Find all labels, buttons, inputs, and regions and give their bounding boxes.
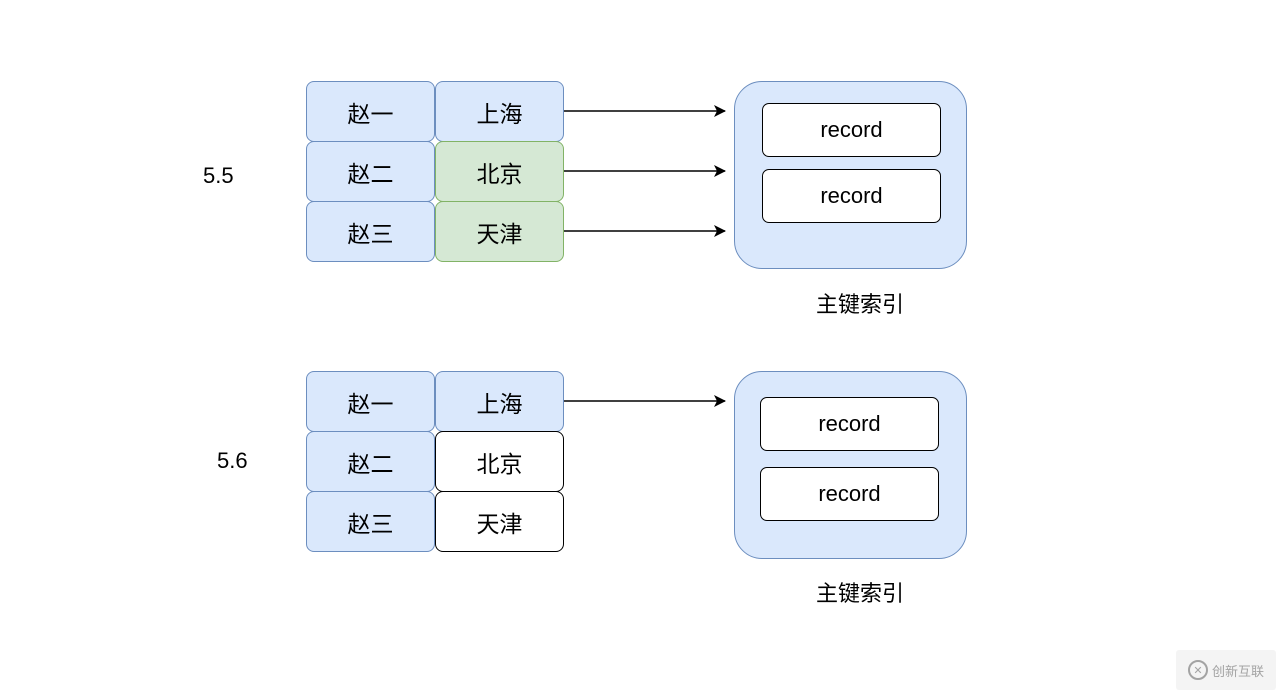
primary-index-caption-top: 主键索引 [816, 293, 905, 318]
city-cell-plain: 天津 [435, 491, 564, 552]
version-label-bottom: 5.6 [217, 448, 248, 473]
record-box: record [762, 103, 941, 157]
name-cell: 赵三 [306, 491, 435, 552]
name-cell: 赵二 [306, 431, 435, 492]
record-box: record [760, 397, 939, 451]
watermark-logo-icon: ✕ [1187, 660, 1208, 680]
watermark-text: 创新互联 [1211, 664, 1264, 680]
primary-index-caption-bottom: 主键索引 [816, 582, 905, 607]
name-cell: 赵三 [306, 201, 435, 262]
city-cell: 上海 [435, 81, 564, 142]
name-cell: 赵一 [306, 81, 435, 142]
watermark: ✕ 创新互联 [1176, 650, 1276, 690]
name-cell: 赵二 [306, 141, 435, 202]
city-cell-highlighted: 天津 [435, 201, 564, 262]
city-cell: 上海 [435, 371, 564, 432]
version-label-top: 5.5 [203, 163, 234, 188]
record-box: record [762, 169, 941, 223]
city-cell-plain: 北京 [435, 431, 564, 492]
primary-index-container-top: record record [734, 81, 967, 269]
primary-index-container-bottom: record record [734, 371, 967, 559]
record-box: record [760, 467, 939, 521]
name-cell: 赵一 [306, 371, 435, 432]
